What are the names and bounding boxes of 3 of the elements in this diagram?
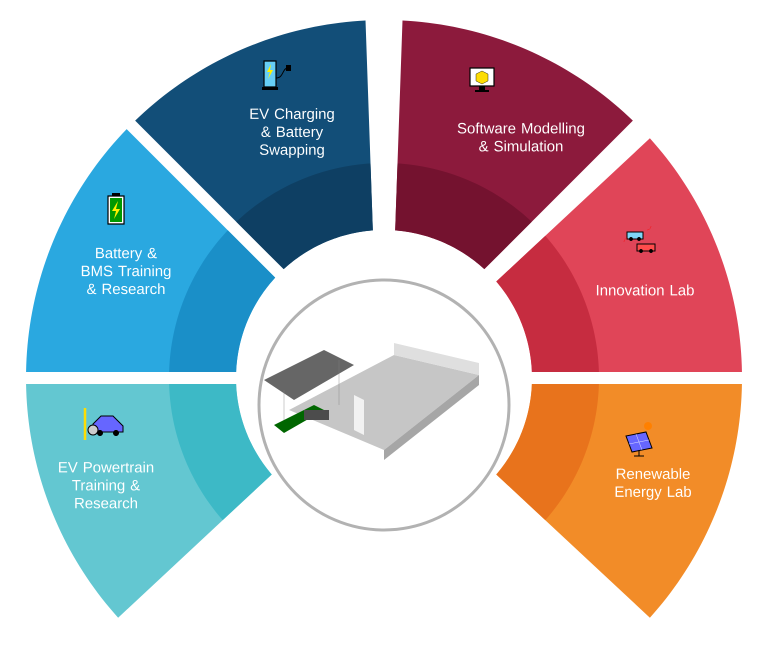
segment: Renewable Energy Lab bbox=[496, 384, 742, 618]
building-drawing bbox=[258, 278, 510, 532]
segment: EV Powertrain Training & Research bbox=[26, 384, 272, 618]
